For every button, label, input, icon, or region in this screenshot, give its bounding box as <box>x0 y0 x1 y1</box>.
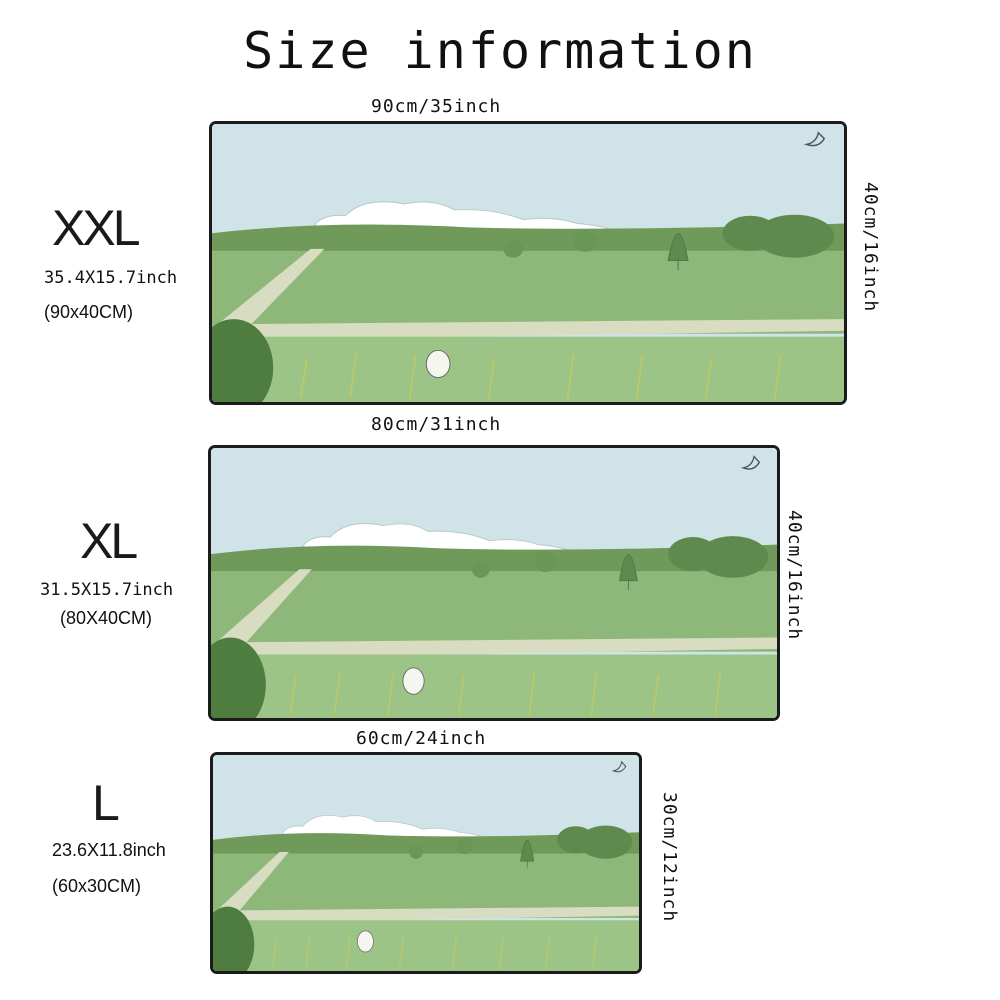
cat-icon <box>402 667 425 695</box>
xxl-inch-dims: 35.4X15.7inch <box>44 268 178 288</box>
meadow-illustration <box>211 448 777 718</box>
l-cm-dims: (60x30CM) <box>52 876 142 896</box>
xl-width-label: 80cm/31inch <box>371 414 502 435</box>
xxl-height-label: 40cm/16inch <box>860 182 881 313</box>
xl-cm-dims: (80X40CM) <box>60 608 153 628</box>
moon-icon <box>611 760 627 773</box>
xl-inch-dims: 31.5X15.7inch <box>40 580 174 600</box>
l-width-label: 60cm/24inch <box>356 728 487 749</box>
l-size-name: L <box>92 775 120 831</box>
xl-height-label: 40cm/16inch <box>784 510 805 641</box>
cat-icon <box>357 930 374 953</box>
xxl-size-name: XXL <box>52 200 140 256</box>
xxl-mousepad-image <box>209 121 847 405</box>
moon-icon <box>803 131 826 147</box>
cat-icon <box>425 349 451 379</box>
meadow-illustration <box>213 755 639 971</box>
meadow-illustration <box>212 124 844 402</box>
page-title: Size information <box>243 22 757 80</box>
moon-icon <box>740 455 761 470</box>
l-height-label: 30cm/12inch <box>659 792 680 923</box>
l-mousepad-image <box>210 752 642 974</box>
xl-size-name: XL <box>80 513 138 569</box>
xxl-cm-dims: (90x40CM) <box>44 302 134 322</box>
xxl-width-label: 90cm/35inch <box>371 96 502 117</box>
l-inch-dims: 23.6X11.8inch <box>52 840 166 860</box>
xl-mousepad-image <box>208 445 780 721</box>
